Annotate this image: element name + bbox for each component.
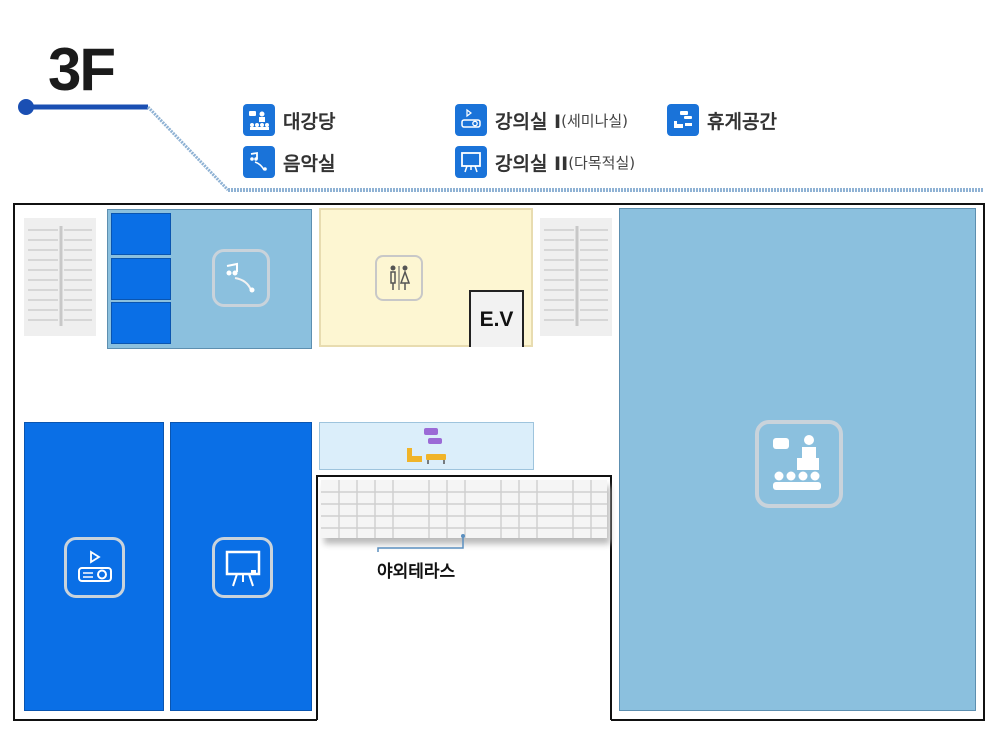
legend-music-room: 음악실 [243, 145, 335, 179]
lounge-map-icon [404, 426, 450, 466]
legend-lecture-2-sub: (다목적실) [568, 153, 636, 172]
terrace-label: 야외테라스 [377, 562, 456, 582]
stairs-right [540, 218, 612, 336]
music-room-icon [212, 249, 270, 307]
auditorium-icon [243, 104, 275, 136]
outdoor-terrace[interactable] [321, 480, 607, 538]
auditorium-map-icon [755, 420, 843, 508]
legend-lecture-2: 강의실 II(다목적실) [455, 145, 635, 179]
legend-lounge: 휴게공간 [667, 103, 777, 137]
header-diagonal [146, 105, 230, 192]
legend-lecture-2-label: 강의실 II [495, 152, 569, 175]
legend-music-room-label: 음악실 [283, 152, 336, 175]
lecture-room-1-icon [64, 537, 125, 598]
elevator[interactable]: E.V [469, 290, 524, 347]
projector-icon [455, 104, 487, 136]
legend-lecture-1-sub: (세미나실) [561, 111, 629, 130]
terrace-deck-pattern [321, 480, 607, 538]
stairs-left [24, 218, 96, 336]
music-practice-booth-3[interactable] [111, 302, 171, 344]
music-practice-booth-2[interactable] [111, 258, 171, 300]
legend-lecture-1: 강의실 I(세미나실) [455, 103, 628, 137]
floor-title: 3F [48, 36, 116, 103]
lecture-room-2[interactable] [170, 422, 312, 711]
header-decoration [18, 99, 984, 192]
legend-auditorium-label: 대강당 [283, 110, 336, 133]
music-practice-booth-1[interactable] [111, 213, 171, 255]
elevator-label: E.V [479, 307, 514, 331]
music-icon [243, 146, 275, 178]
legend-lecture-1-label: 강의실 I [495, 110, 562, 133]
terrace-pointer [377, 534, 465, 552]
lecture-room-2-icon [212, 537, 273, 598]
legend-auditorium: 대강당 [243, 103, 335, 137]
restroom-icon [375, 255, 423, 301]
whiteboard-icon [455, 146, 487, 178]
legend-lounge-label: 휴게공간 [707, 110, 777, 133]
lounge-icon [667, 104, 699, 136]
